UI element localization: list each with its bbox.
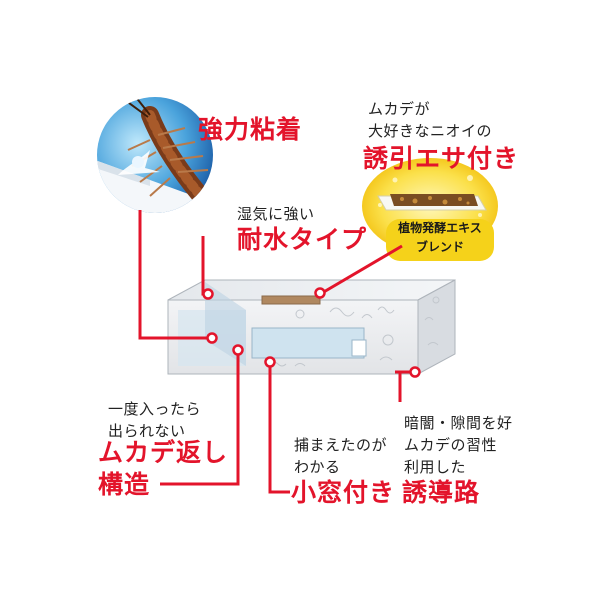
window-line1: 捕まえたのが bbox=[294, 436, 388, 454]
noescape-title1: ムカデ返し bbox=[98, 438, 229, 467]
leader-adhesive bbox=[138, 210, 212, 340]
guide-line2: ムカデの習性 bbox=[404, 436, 498, 454]
waterproof-line1: 湿気に強い bbox=[237, 205, 315, 223]
window-line2: わかる bbox=[294, 458, 341, 476]
extract-badge: 植物発酵エキス ブレンド bbox=[386, 219, 494, 257]
bait-title: 誘引エサ付き bbox=[363, 144, 520, 173]
bait-line1: ムカデが bbox=[368, 100, 431, 118]
leader-lines bbox=[138, 210, 415, 494]
badge-line2: ブレンド bbox=[415, 240, 464, 254]
waterproof-title: 耐水タイプ bbox=[237, 225, 368, 254]
guide-line1: 暗闇・隙間を好 bbox=[404, 414, 513, 432]
trap-box bbox=[167, 279, 456, 375]
guide-line3: 利用した bbox=[404, 458, 467, 476]
window-title: 小窓付き bbox=[291, 478, 396, 507]
leader-window bbox=[268, 362, 290, 494]
centipede-closeup-image bbox=[97, 97, 213, 213]
badge-line1: 植物発酵エキス bbox=[398, 221, 482, 235]
noescape-line2: 出られない bbox=[108, 422, 186, 440]
leader-bait bbox=[321, 244, 403, 295]
leader-markers bbox=[202, 287, 421, 378]
bait-closeup-image bbox=[362, 158, 498, 261]
leader-noescape bbox=[160, 350, 240, 486]
noescape-title2: 構造 bbox=[98, 470, 151, 499]
adhesive-title: 強力粘着 bbox=[198, 115, 303, 144]
bait-line2: 大好きなニオイの bbox=[368, 122, 493, 140]
noescape-line1: 一度入ったら bbox=[108, 400, 202, 418]
guide-title: 誘導路 bbox=[402, 478, 481, 507]
